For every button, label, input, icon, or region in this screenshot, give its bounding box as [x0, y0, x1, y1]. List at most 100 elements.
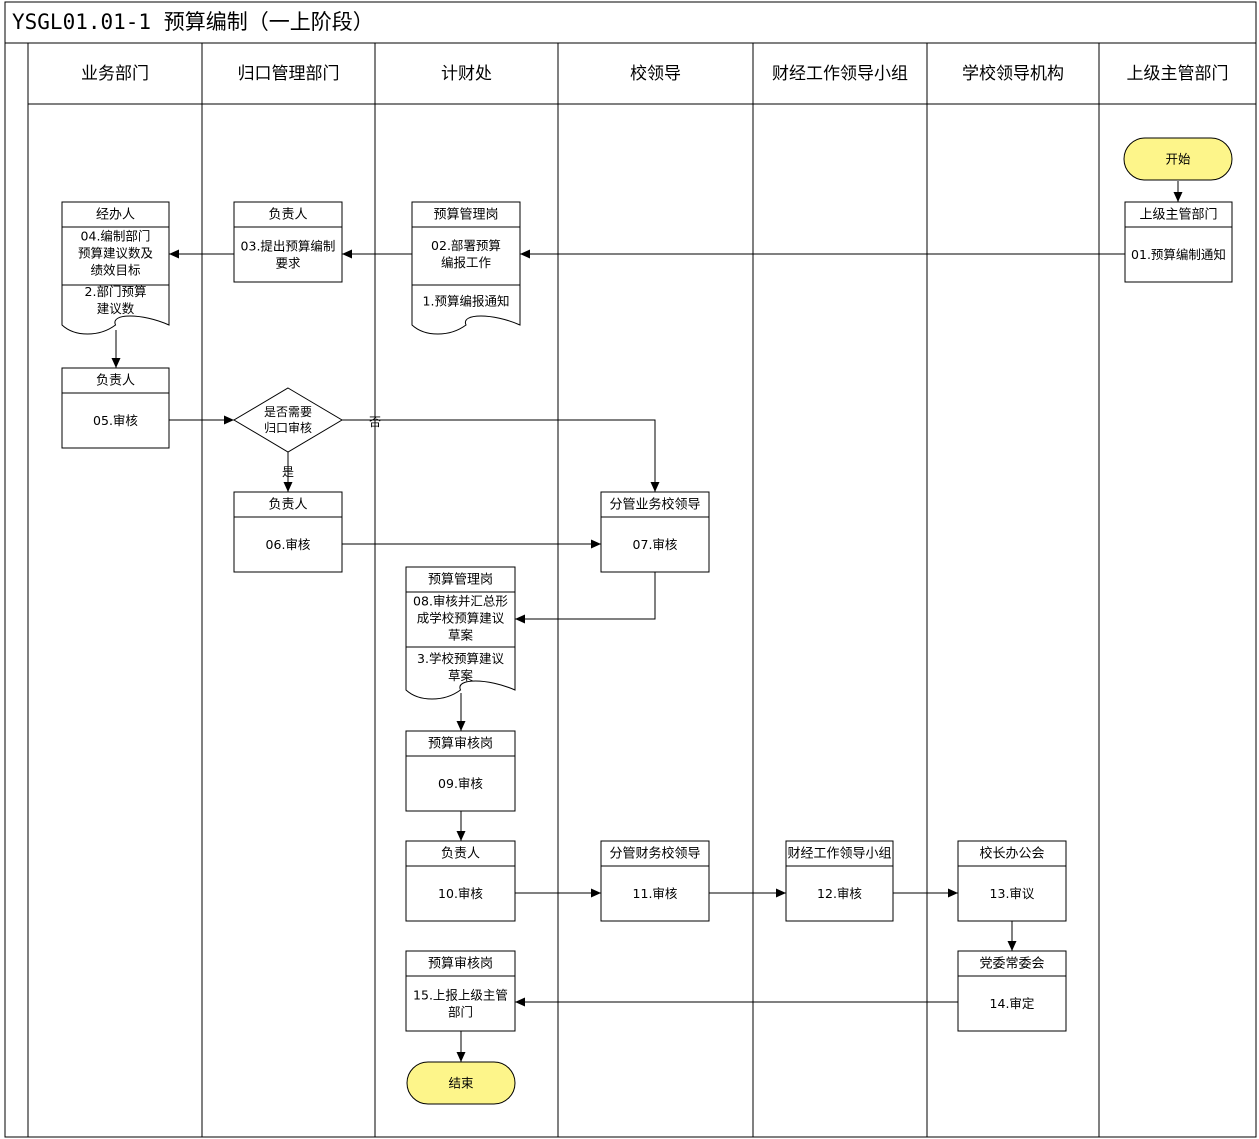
- arrowhead: [342, 249, 352, 259]
- process-n11: 分管财务校领导 11.审核: [600, 840, 710, 922]
- process-role: 负责人: [441, 847, 480, 862]
- process-n01: 上级主管部门 01.预算编制通知: [1124, 201, 1233, 283]
- arrowhead: [1173, 192, 1183, 202]
- process-task: 04.编制部门: [81, 229, 151, 244]
- edge-decision-no-07: [342, 419, 656, 492]
- document-label: 2.部门预算: [85, 284, 147, 299]
- decision-diamond: [233, 387, 343, 453]
- process-box: [600, 840, 710, 922]
- process-task: 12.审核: [817, 886, 862, 901]
- document-box: [61, 201, 170, 335]
- process-task: 预算建议数及: [78, 246, 154, 261]
- process-task: 10.审核: [438, 886, 483, 901]
- process-role: 经办人: [96, 208, 135, 223]
- decision-no-label: 否: [369, 415, 381, 429]
- process-task: 01.预算编制通知: [1131, 247, 1226, 262]
- edge-07-08: [515, 572, 656, 620]
- process-task: 09.审核: [438, 776, 483, 791]
- process-box: [405, 730, 516, 812]
- process-n07: 分管业务校领导 07.审核: [600, 491, 710, 573]
- decision-text: 归口审核: [264, 420, 312, 435]
- process-role: 校长办公会: [979, 846, 1044, 862]
- arrowhead: [591, 888, 601, 898]
- process-box: [405, 840, 516, 922]
- process-task: 要求: [275, 256, 301, 271]
- process-role: 负责人: [96, 374, 135, 389]
- process-n12: 财经工作领导小组 12.审核: [785, 840, 894, 922]
- terminal-shape: [406, 1061, 516, 1105]
- process-role: 负责人: [268, 208, 307, 223]
- arrowhead: [169, 249, 179, 259]
- terminal-label: 结束: [448, 1076, 474, 1091]
- arrowhead: [591, 539, 601, 549]
- arrowhead: [515, 997, 525, 1007]
- document-label: 草案: [448, 668, 474, 683]
- process-role: 财经工作领导小组: [787, 847, 891, 862]
- process-task: 绩效目标: [90, 263, 140, 278]
- arrowhead: [456, 1052, 466, 1062]
- process-task: 部门: [448, 1005, 473, 1020]
- process-n14: 党委常委会 14.审定: [957, 950, 1067, 1032]
- process-role: 预算审核岗: [428, 737, 493, 752]
- process-task: 编报工作: [441, 255, 492, 270]
- process-task: 07.审核: [633, 537, 678, 552]
- process-task: 03.提出预算编制: [241, 239, 336, 254]
- lane-header: 校领导: [630, 64, 681, 84]
- arrowhead: [520, 249, 530, 259]
- decision-text: 是否需要: [264, 405, 312, 419]
- process-task: 08.审核并汇总形: [413, 594, 508, 609]
- arrowhead: [948, 888, 958, 898]
- arrowhead: [224, 415, 234, 425]
- arrowhead: [111, 358, 121, 368]
- terminal-label: 开始: [1165, 152, 1191, 167]
- document-box: [411, 201, 521, 335]
- terminal-shape: [1123, 137, 1233, 181]
- process-role: 分管财务校领导: [609, 846, 700, 862]
- arrowhead: [650, 482, 660, 492]
- process-box: [1124, 201, 1233, 283]
- process-task: 13.审议: [990, 886, 1035, 901]
- process-box: [957, 950, 1067, 1032]
- process-role: 党委常委会: [979, 957, 1044, 972]
- process-box: [785, 840, 894, 922]
- process-task: 02.部署预算: [431, 238, 501, 253]
- process-role: 预算管理岗: [428, 573, 493, 588]
- arrowhead: [456, 721, 466, 731]
- arrowhead: [776, 888, 786, 898]
- process-box: [61, 367, 170, 449]
- process-n10: 负责人 10.审核: [405, 840, 516, 922]
- document-label: 3.学校预算建议: [417, 651, 504, 666]
- process-task: 成学校预算建议: [417, 611, 505, 626]
- process-task: 14.审定: [990, 996, 1035, 1011]
- lane-header: 归口管理部门: [238, 64, 340, 84]
- arrowhead: [283, 482, 293, 492]
- process-task: 草案: [448, 628, 474, 643]
- arrowhead: [1007, 941, 1017, 951]
- process-box: [405, 950, 516, 1032]
- process-role: 分管业务校领导: [609, 497, 700, 513]
- process-task: 06.审核: [266, 537, 311, 552]
- process-box: [600, 491, 710, 573]
- lane-header: 财经工作领导小组: [772, 64, 908, 84]
- process-n13: 校长办公会 13.审议: [957, 840, 1067, 922]
- lane-header: 业务部门: [81, 64, 149, 84]
- process-task: 11.审核: [633, 886, 678, 901]
- process-role: 预算审核岗: [428, 957, 493, 972]
- process-role: 上级主管部门: [1139, 208, 1217, 223]
- document-label: 1.预算编报通知: [423, 294, 510, 309]
- process-role: 预算管理岗: [433, 208, 498, 223]
- arrowhead: [515, 614, 525, 624]
- process-task: 15.上报上级主管: [413, 988, 508, 1003]
- outer-frame: [4, 1, 1257, 1138]
- end-terminal: 结束: [406, 1061, 516, 1105]
- process-n09: 预算审核岗 09.审核: [405, 730, 516, 812]
- lane-header: 学校领导机构: [962, 64, 1064, 84]
- diagram-title: YSGL01.01-1 预算编制（一上阶段）: [12, 10, 374, 34]
